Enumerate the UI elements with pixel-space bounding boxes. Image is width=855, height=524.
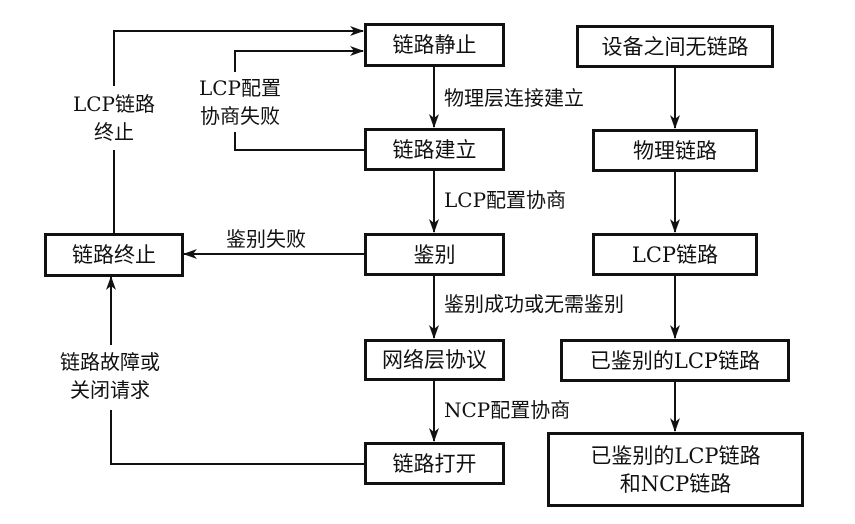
state-label: 链路打开	[392, 451, 477, 476]
transition-lcp-link-terminated: LCP链路 终止	[62, 90, 166, 146]
arrow-establish-to-dead	[234, 132, 364, 151]
label-line1: LCP链路	[72, 92, 156, 116]
arrow-terminate-to-dead-top	[113, 26, 364, 86]
transition-auth-failed: 鉴别失败	[226, 225, 306, 253]
state-link-terminate: 链路终止	[44, 233, 184, 277]
arrow-open-to-terminate-bottom	[110, 410, 364, 465]
label-line1: 链路故障或	[60, 350, 160, 374]
link-type-label: 已鉴别的LCP链路	[589, 348, 761, 373]
link-type-authenticated-lcp-ncp: 已鉴别的LCP链路 和NCP链路	[547, 432, 804, 507]
state-link-establish: 链路建立	[364, 128, 505, 171]
label-line2: 终止	[94, 120, 134, 144]
link-type-label: LCP链路	[631, 242, 719, 267]
arrow-establish-to-dead-top	[234, 46, 364, 72]
link-type-lcp: LCP链路	[592, 233, 758, 276]
state-label: 链路终止	[72, 243, 156, 267]
transition-physical-established: 物理层连接建立	[444, 84, 584, 112]
state-link-dead: 链路静止	[364, 23, 505, 67]
link-type-authenticated-lcp: 已鉴别的LCP链路	[560, 339, 790, 382]
link-type-physical: 物理链路	[592, 129, 758, 172]
state-network-layer: 网络层协议	[364, 339, 505, 381]
label-line2: 关闭请求	[70, 378, 150, 402]
state-label: 链路静止	[392, 33, 477, 57]
link-type-no-link: 设备之间无链路	[576, 25, 774, 68]
transition-lcp-negotiation: LCP配置协商	[444, 186, 567, 214]
label-line2: 协商失败	[200, 104, 280, 128]
link-type-label-line2: 和NCP链路	[619, 471, 732, 496]
state-label: 鉴别	[413, 242, 456, 267]
label-line1: LCP配置	[198, 76, 282, 100]
link-type-label-line1: 已鉴别的LCP链路	[590, 443, 761, 468]
state-label: 网络层协议	[382, 348, 487, 372]
transition-lcp-negotiation-failed: LCP配置 协商失败	[192, 74, 288, 130]
link-type-label: 物理链路	[633, 138, 717, 163]
state-label: 链路建立	[392, 137, 477, 162]
state-authenticate: 鉴别	[364, 233, 505, 276]
transition-ncp-negotiation: NCP配置协商	[444, 396, 571, 424]
link-type-label: 设备之间无链路	[601, 34, 749, 59]
state-link-open: 链路打开	[364, 442, 505, 485]
transition-link-fault-or-close: 链路故障或 关闭请求	[48, 348, 172, 404]
transition-auth-success: 鉴别成功或无需鉴别	[444, 290, 624, 318]
